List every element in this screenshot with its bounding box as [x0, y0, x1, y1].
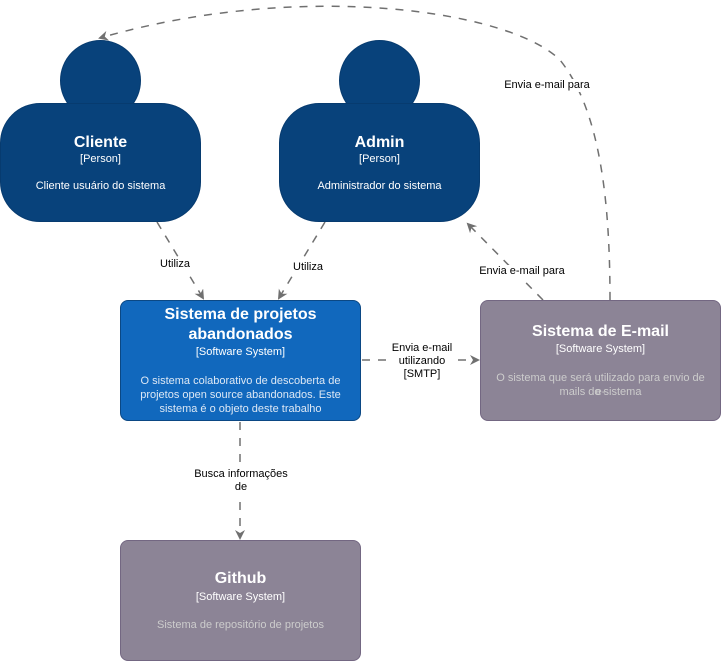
- system-github[interactable]: Github [Software System] Sistema de repo…: [120, 540, 361, 661]
- edge-email-to-cliente: [98, 5, 611, 301]
- person-cliente-description: Cliente usuário do sistema: [35, 180, 166, 192]
- system-main-type: [Software System]: [195, 346, 286, 358]
- edge-label-main-to-email-line2: utilizando: [398, 355, 446, 367]
- edge-label-main-to-email-line3: [SMTP]: [403, 368, 441, 380]
- edge-label-email-to-cliente: Envia e-mail para: [499, 79, 595, 92]
- system-main[interactable]: Sistema de projetos abandonados [Softwar…: [120, 300, 361, 421]
- person-cliente-type: [Person]: [80, 153, 121, 165]
- edge-label-main-to-github: Busca informações de: [188, 468, 294, 494]
- edge-label-admin-uses: Utiliza: [288, 261, 328, 274]
- system-email-desc-line1: O sistema que será utilizado para envio …: [496, 372, 705, 398]
- edge-label-main-to-github-line2: de: [234, 481, 248, 493]
- edge-email-to-admin: [466, 222, 544, 301]
- person-cliente-name: Cliente: [73, 134, 128, 151]
- person-admin[interactable]: Admin [Person] Administrador do sistema: [279, 40, 480, 222]
- system-github-description: Sistema de repositório de projetos: [157, 619, 324, 631]
- edge-label-email-to-admin: Envia e-mail para: [474, 265, 570, 278]
- system-main-desc-line1: O sistema colaborativo de descoberta de: [140, 375, 341, 387]
- system-github-type: [Software System]: [195, 591, 286, 603]
- edge-label-main-to-email-line1: Envia e-mail: [391, 342, 453, 354]
- system-email-name: Sistema de E-mail: [532, 323, 669, 340]
- edge-label-cliente-uses: Utiliza: [155, 258, 195, 271]
- system-email[interactable]: Sistema de E-mail [Software System] O si…: [480, 300, 721, 421]
- system-github-name: Github: [214, 570, 267, 587]
- edge-label-main-to-email: Envia e-mail utilizando [SMTP]: [386, 342, 458, 381]
- system-main-desc-line2: projetos open source abandonados. Este: [140, 389, 341, 401]
- system-main-name-line1: Sistema de projetos: [164, 306, 317, 323]
- system-main-desc-line3: sistema é o objeto deste trabalho: [159, 403, 322, 415]
- edge-admin-to-main: [277, 221, 326, 300]
- person-admin-type: [Person]: [359, 153, 400, 165]
- person-admin-body: [279, 103, 480, 222]
- system-main-name-line2: abandonados: [188, 326, 293, 343]
- person-admin-name: Admin: [354, 134, 405, 151]
- person-cliente-body: [0, 103, 201, 222]
- person-admin-description: Administrador do sistema: [317, 180, 442, 192]
- system-email-desc-line2: mails do sistema: [559, 386, 642, 398]
- system-email-type: [Software System]: [555, 343, 646, 355]
- person-cliente[interactable]: Cliente [Person] Cliente usuário do sist…: [0, 40, 201, 222]
- edge-label-main-to-github-line1: Busca informações: [194, 468, 288, 480]
